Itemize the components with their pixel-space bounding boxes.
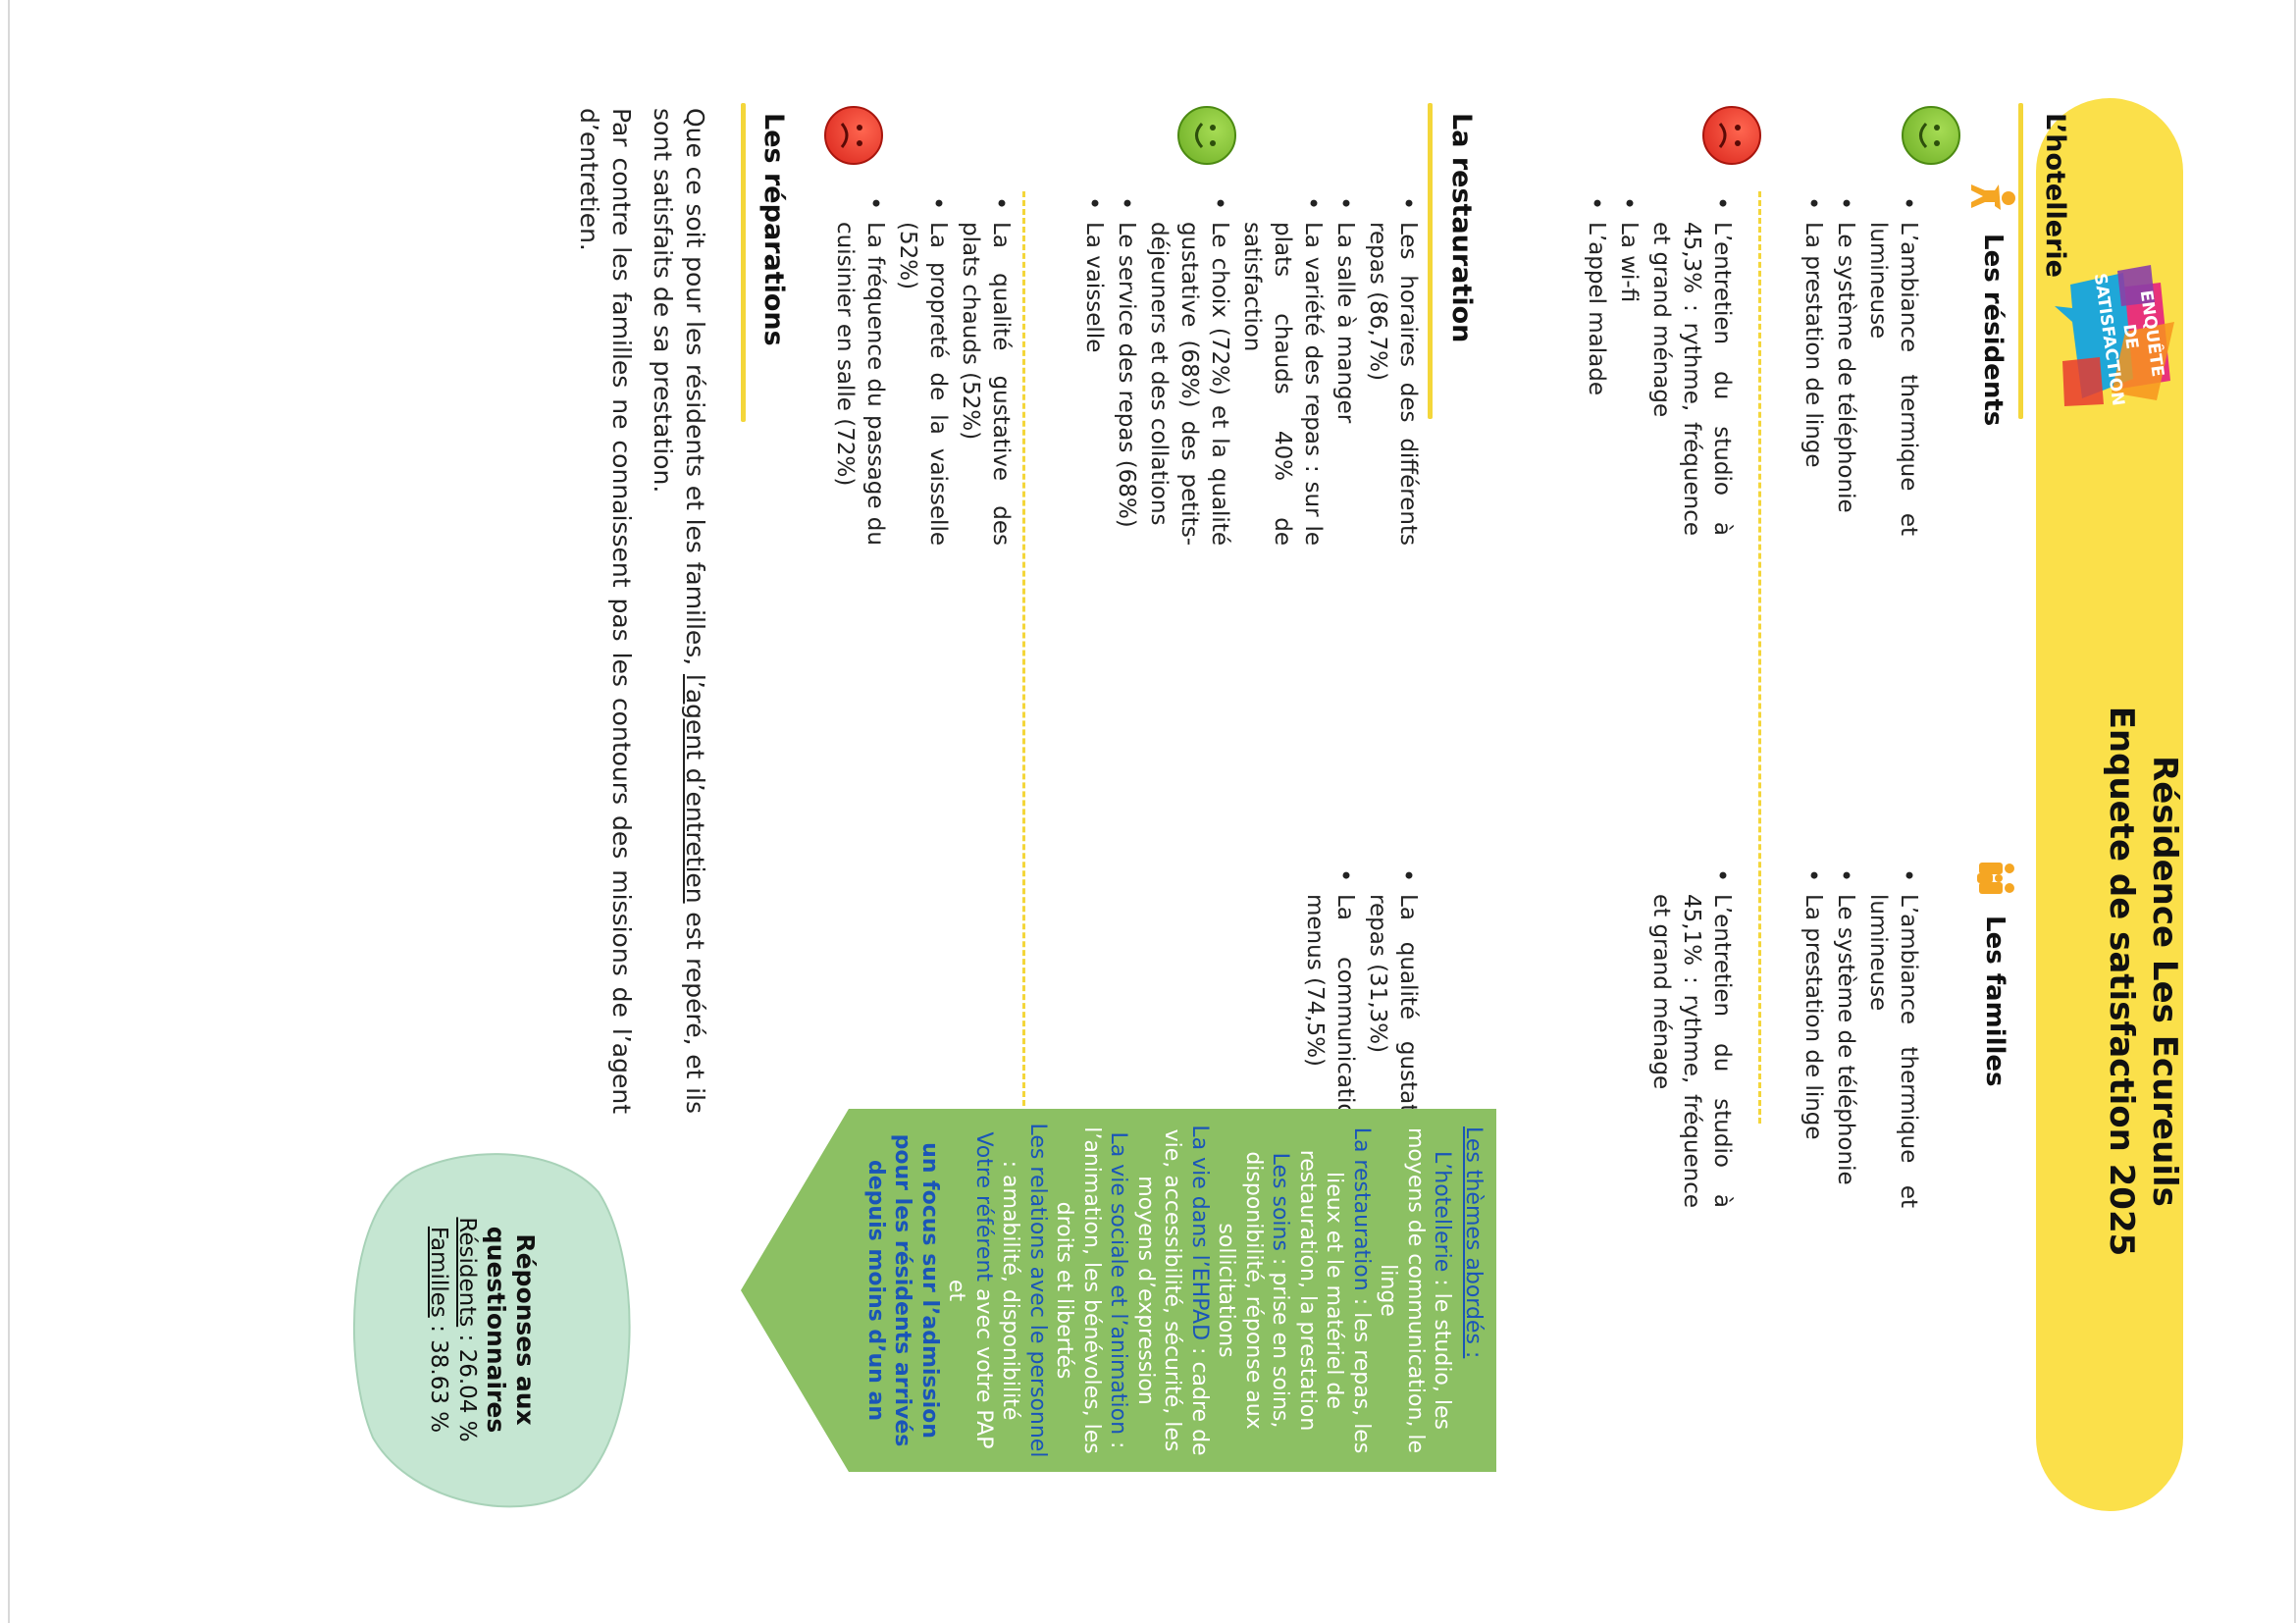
themes-panel: Les thèmes abordés : L’hotellerie : le s… — [741, 1109, 1496, 1472]
list-item: Le système de téléphonie — [1830, 894, 1860, 1208]
theme-relations: Les relations avec le personnel : amabil… — [997, 1119, 1051, 1462]
agent-entretien-text: l’agent d’entretien — [681, 673, 709, 904]
response-familles: Familles : 38.63 % — [424, 1182, 452, 1477]
section-underline — [1428, 103, 1433, 419]
sad-face-icon — [1702, 106, 1761, 165]
list-item: Le système de téléphonie — [1830, 222, 1860, 536]
logo-speech-bubbles — [2055, 265, 2174, 406]
restauration-residents-negative-list: La qualité gustative des plats chauds (5… — [827, 196, 1016, 546]
theme-label: La vie dans l’EHPAD — [1187, 1125, 1212, 1341]
list-item: Le service des repas (68%) — [1111, 222, 1141, 546]
section-underline — [2018, 103, 2023, 419]
restauration-residents-positive-list: Les horaires des différents repas (86,7%… — [1076, 196, 1423, 546]
title-line-1: Résidence Les Ecureuils — [2145, 756, 2184, 1207]
scan-edge-line — [8, 0, 10, 1623]
section-title-reparations: Les réparations — [758, 113, 789, 346]
theme-vie-ehpad: La vie dans l’EHPAD : cadre de vie, acce… — [1132, 1119, 1214, 1462]
list-item: La prestation de linge — [1798, 894, 1828, 1208]
theme-text: avec votre PAP — [971, 1282, 996, 1449]
list-item: L’entretien du studio à 45,3% : rythme, … — [1645, 222, 1737, 536]
title-line-2: Enquete de satisfaction 2025 — [2102, 706, 2141, 1257]
themes-heading: Les thèmes abordés : — [1461, 1126, 1486, 1359]
family-group-icon — [1977, 863, 2014, 894]
column-label-familles: Les familles — [1980, 916, 2009, 1087]
hotellerie-residents-positive-list: L’ambiance thermique et lumineuse Le sys… — [1796, 196, 1923, 536]
panel-arrow-shape — [741, 1109, 1496, 1472]
sad-face-icon — [824, 106, 883, 165]
theme-label: La vie sociale et l’animation — [1106, 1131, 1131, 1436]
section-title-hotellerie: L’hotellerie — [2040, 113, 2070, 278]
theme-label: Les relations avec le personnel — [1025, 1123, 1050, 1458]
theme-label: Votre référent — [971, 1131, 996, 1283]
document-title: Résidence Les Ecureuils Enquete de satis… — [2100, 589, 2186, 1374]
theme-and: et — [944, 1279, 969, 1302]
list-item: Le choix (72%) et la qualité gustative (… — [1143, 222, 1234, 546]
theme-text: : amabilité, disponibilité — [998, 1160, 1023, 1421]
list-item: La wi-fi — [1613, 222, 1644, 536]
hotellerie-familles-positive-list: L’ambiance thermique et lumineuse Le sys… — [1796, 868, 1923, 1208]
reparations-paragraph-2: Par contre les familles ne connaissent p… — [575, 108, 636, 1114]
reparations-paragraph-1: Que ce soit pour les résidents et les fa… — [647, 108, 711, 1114]
response-value: : 38.63 % — [426, 1317, 451, 1434]
response-value: : 26.04 % — [454, 1327, 480, 1442]
list-item: La salle à manger — [1330, 222, 1360, 546]
response-label: Familles — [426, 1226, 451, 1318]
theme-restauration: La restauration : les repas, les lieux e… — [1294, 1119, 1376, 1462]
theme-soins: Les soins : prise en soins, disponibilit… — [1213, 1119, 1294, 1462]
themes-content: Les thèmes abordés : L’hotellerie : le s… — [862, 1119, 1487, 1462]
column-label-residents: Les résidents — [1978, 234, 2008, 427]
section-title-restauration: La restauration — [1446, 113, 1477, 343]
response-rate-blob — [352, 1153, 631, 1508]
list-item: L’ambiance thermique et lumineuse — [1862, 894, 1923, 1208]
column-header-residents: Les résidents — [1969, 177, 2016, 426]
list-item: L’appel malade — [1581, 222, 1611, 536]
hotellerie-familles-negative-list: L’entretien du studio à 45,1% : rythme, … — [1644, 868, 1737, 1208]
happy-face-icon — [1177, 106, 1236, 165]
column-header-familles: Les familles — [1973, 859, 2016, 1087]
list-item: La propreté de la vaisselle (52%) — [892, 222, 953, 546]
happy-face-icon — [1902, 106, 1960, 165]
single-person-icon — [1971, 184, 2015, 210]
theme-hotellerie: L’hotellerie : le studio, les moyens de … — [1375, 1119, 1456, 1462]
response-residents: Résidents : 26.04 % — [452, 1182, 481, 1477]
list-item: L’ambiance thermique et lumineuse — [1862, 222, 1923, 536]
theme-label: L’hotellerie — [1430, 1151, 1455, 1273]
list-item: La prestation de linge — [1798, 222, 1828, 536]
list-item: La fréquence du passage du cuisinier en … — [829, 222, 890, 546]
theme-vie-sociale: La vie sociale et l’animation : l’animat… — [1051, 1119, 1132, 1462]
list-item: L’entretien du studio à 45,1% : rythme, … — [1645, 894, 1737, 1208]
response-label: Résidents — [454, 1217, 480, 1328]
hotellerie-residents-negative-list: L’entretien du studio à 45,3% : rythme, … — [1579, 196, 1737, 536]
theme-label: Les soins — [1268, 1152, 1293, 1251]
survey-logo: ENQUÊTE DE SATISFACTION — [2048, 263, 2180, 410]
section-underline — [741, 103, 746, 422]
theme-referent: Votre référent avec votre PAP — [970, 1119, 998, 1462]
response-title: Réponses aux questionnaires — [482, 1226, 540, 1434]
list-item: La qualité gustative des plats chauds (5… — [955, 222, 1016, 546]
dashed-separator — [1758, 191, 1761, 1124]
theme-admission-focus: un focus sur l’admission pour les réside… — [863, 1133, 942, 1447]
para-text: Que ce soit pour les résidents et les fa… — [681, 108, 709, 674]
theme-label: La restauration — [1349, 1126, 1374, 1291]
list-item: La vaisselle — [1078, 222, 1109, 546]
list-item: La variété des repas : sur le plats chau… — [1236, 222, 1328, 546]
response-rate-content: Réponses aux questionnaires Résidents : … — [424, 1182, 540, 1477]
dashed-separator — [1022, 191, 1025, 1124]
list-item: Les horaires des différents repas (86,7%… — [1362, 222, 1423, 546]
